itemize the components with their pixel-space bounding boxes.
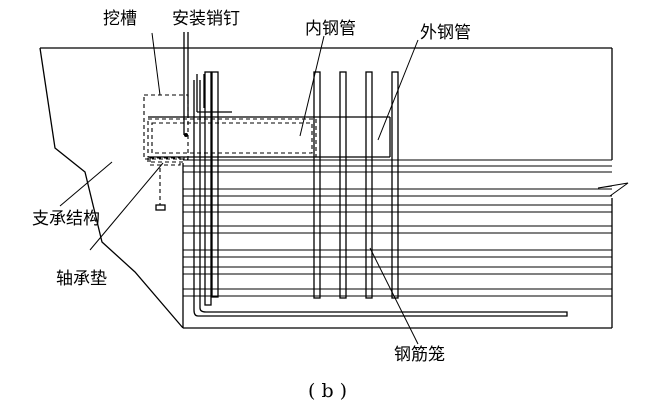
groove-outline	[143, 94, 189, 160]
figure-caption: ( b )	[308, 380, 347, 402]
inner-steel-pipe	[147, 118, 317, 158]
inner-steel-pipe-shell	[151, 122, 313, 154]
leader-lines	[59, 32, 419, 345]
label-groove: 挖槽	[103, 9, 137, 29]
support-structure	[39, 47, 184, 329]
break-symbol	[597, 182, 629, 197]
label-installation-pin: 安装销钉	[172, 9, 240, 29]
label-support-structure: 支承结构	[32, 209, 100, 229]
groove-lower	[149, 157, 181, 166]
hook-bar	[196, 74, 232, 113]
label-rebar-cage: 钢筋笼	[394, 345, 445, 365]
label-outer-steel-pipe: 外钢管	[420, 23, 471, 43]
label-bearing-pad: 轴承垫	[56, 269, 107, 289]
label-inner-steel-pipe: 内钢管	[305, 19, 356, 39]
rebar-cage-horizontal	[183, 80, 612, 317]
installation-pin	[183, 32, 189, 137]
outer-steel-pipe	[148, 116, 391, 158]
pile-body	[182, 47, 629, 329]
